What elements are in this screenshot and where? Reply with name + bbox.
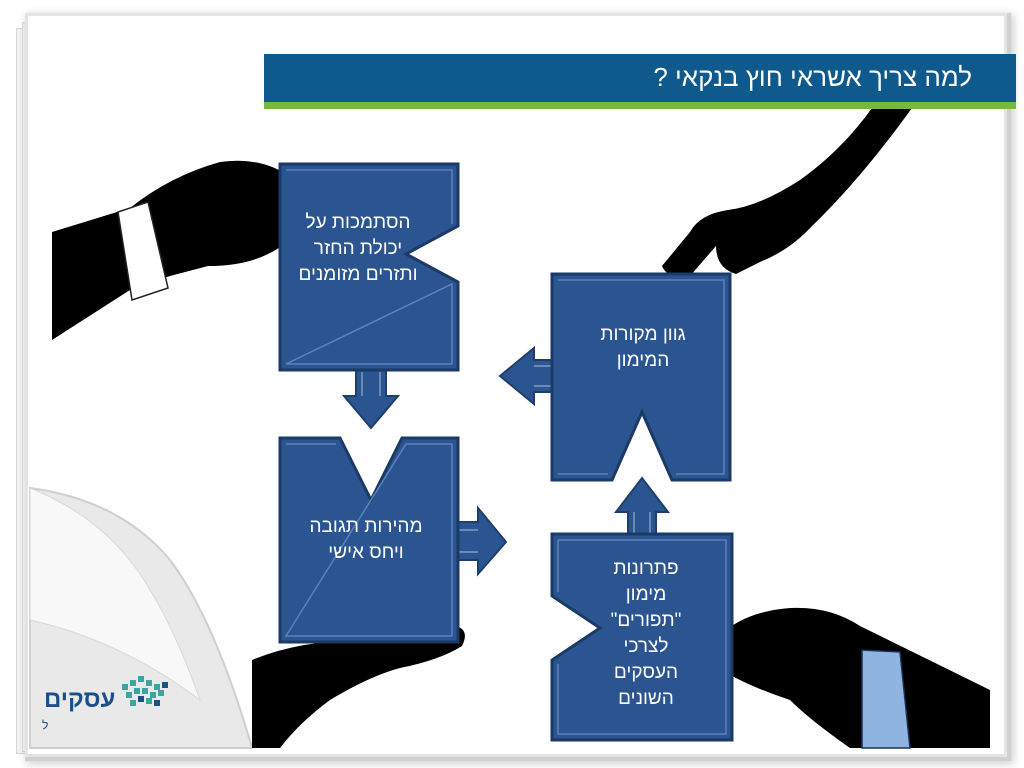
- title-accent-line: [264, 102, 1016, 109]
- box-bottom-right: [550, 532, 734, 742]
- hand-top-right: [662, 108, 912, 277]
- hand-bottom-left: [252, 626, 465, 748]
- hand-top-left: [52, 160, 302, 340]
- page-curl-fold: [29, 487, 202, 702]
- arrow-down: [341, 369, 401, 430]
- hand-bottom-right: [716, 607, 990, 748]
- slide-title: למה צריך אשראי חוץ בנקאי ?: [653, 62, 972, 92]
- cuff-top-left: [117, 201, 169, 301]
- arrow-right: [455, 505, 508, 577]
- box-top-left: [278, 162, 460, 372]
- box-text-sources: גוון מקורות המימון: [600, 324, 686, 371]
- box-text-reliance: הסתמכות על יכולת החזר ותזרים מזומנים: [298, 212, 418, 285]
- arrow-up: [613, 476, 671, 539]
- title-bar: למה צריך אשראי חוץ בנקאי ?: [264, 54, 1016, 102]
- logo-name: עסקים: [44, 686, 116, 713]
- logo-subtitle: ל: [42, 718, 49, 732]
- box-bottom-left: [278, 436, 460, 644]
- cuff-bottom-right: [861, 649, 911, 749]
- box-top-right: [550, 272, 732, 482]
- box-text-solutions: פתרונות מימון "תפורים" לצרכי העסקים השונ…: [610, 558, 682, 709]
- box-text-speed: מהירות תגובה ויחס אישי: [309, 516, 423, 563]
- logo-icon: [122, 676, 164, 706]
